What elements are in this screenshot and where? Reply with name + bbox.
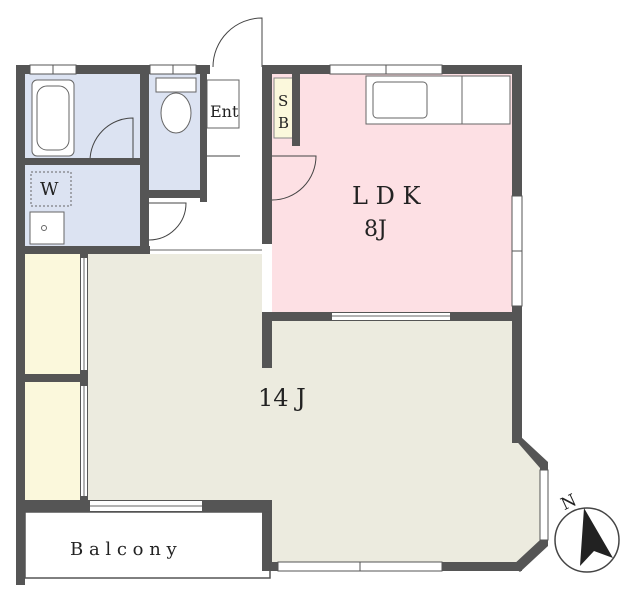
compass-needle [580,508,613,566]
wall-bath-wash [25,158,141,165]
kitchen-sink [372,81,428,119]
washer-pan [30,171,72,207]
wall-bay-upper [512,436,548,468]
main-room-floor [86,253,540,566]
toilet-tank [155,77,197,93]
closet-upper-floor [24,254,82,376]
balcony-rail [24,511,271,579]
bathtub-inner [36,85,70,151]
wall-top-left [16,65,210,74]
ldk-size-label: 8J [364,217,387,242]
wall-balcony-right [262,500,272,571]
wall-ldk-left-lower [262,312,272,368]
washbasin-drain [41,225,47,231]
doors [89,17,317,241]
windows [29,64,549,572]
entrance-label: Ent [210,102,239,121]
kitchen-counter [365,75,511,125]
main-room-size-label: 14 J [258,384,306,412]
window-bay [539,469,549,541]
sliding-tracks [83,249,450,507]
fixtures [29,75,511,245]
ldk-name-label: L D K [352,182,421,210]
ldk-door [271,155,317,201]
wall-left [16,65,25,585]
wall-bath-right [140,74,149,251]
bathtub [31,79,75,157]
wall-wash-bottom [25,246,266,254]
compass-icon: N [554,490,620,573]
closet-lower-floor [24,382,82,500]
bathroom-door [89,117,134,162]
wall-ldk-left-upper [262,74,272,244]
washer-label: W [40,179,59,200]
washroom-door [148,202,187,241]
shoe-box-label-b: B [278,114,289,132]
wall-toilet-bottom [140,190,207,198]
opening-ldk-main [262,244,272,312]
balcony-floor [24,512,272,580]
wall-toilet-right [200,74,207,202]
shoe-box-label-s: S [278,92,288,110]
entrance-step [206,79,240,129]
wall-sb-right [292,74,300,146]
toilet-bowl [160,92,192,134]
front-door [212,17,263,68]
wall-closet-divider [25,374,88,382]
balcony-label: B a l c o n y [70,539,178,560]
